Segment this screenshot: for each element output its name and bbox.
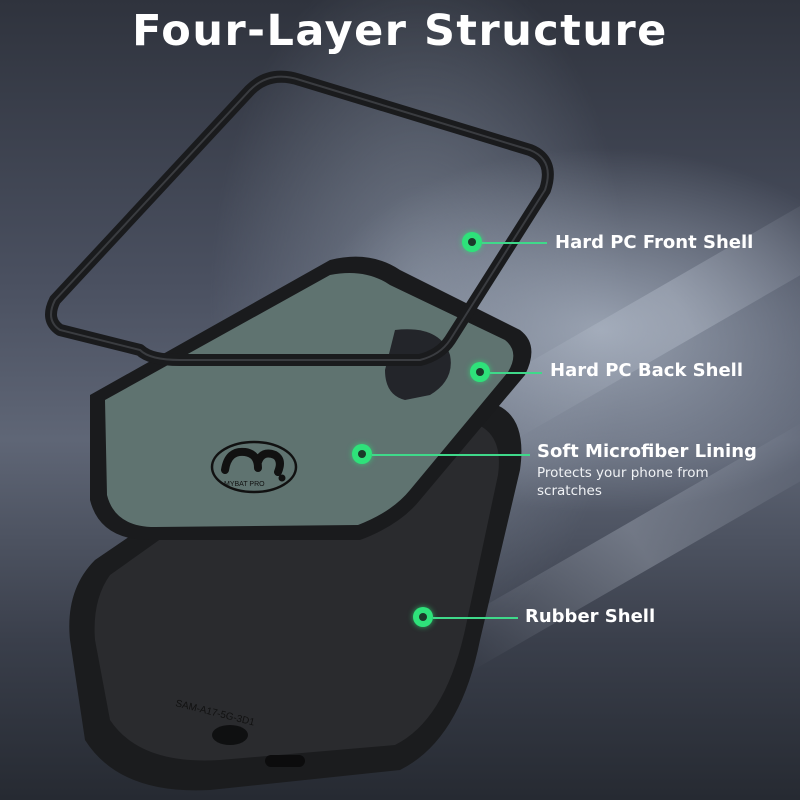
callout-label: Soft Microfiber Lining xyxy=(537,441,757,462)
leader-line xyxy=(433,617,518,619)
leader-line xyxy=(482,242,547,244)
logo-text: MYBAT PRO xyxy=(224,481,265,488)
callout-description: Protects your phone from scratches xyxy=(537,465,709,499)
front-shell-frame xyxy=(45,70,554,366)
page-title: Four-Layer Structure xyxy=(132,6,668,56)
callout-label: Hard PC Front Shell xyxy=(555,232,754,253)
leader-line xyxy=(490,372,542,374)
leader-line xyxy=(372,454,530,456)
callout-label: Hard PC Back Shell xyxy=(550,360,744,381)
mybat-logo xyxy=(210,440,298,494)
callout-label: Rubber Shell xyxy=(525,606,656,627)
indicator-dot-icon xyxy=(352,444,372,464)
indicator-dot-icon xyxy=(470,362,490,382)
indicator-dot-icon xyxy=(413,607,433,627)
indicator-dot-icon xyxy=(462,232,482,252)
